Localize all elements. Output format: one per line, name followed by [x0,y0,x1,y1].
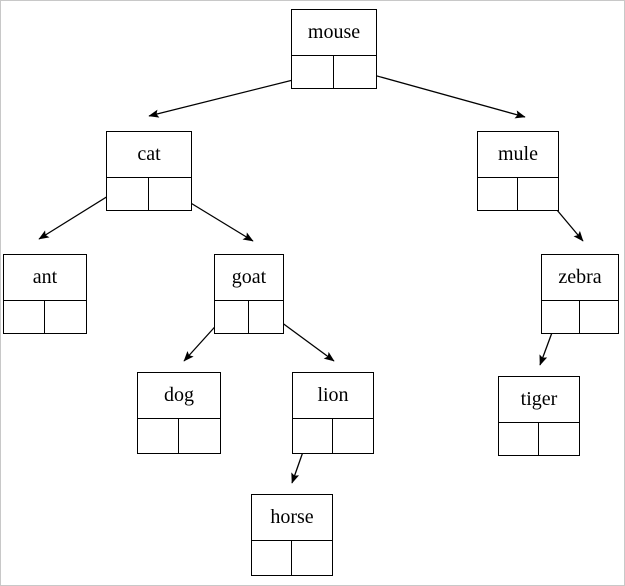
right-pointer-cell [580,301,618,333]
left-pointer-cell [499,423,539,455]
node-label: mule [478,132,558,178]
left-pointer-cell [478,178,518,210]
node-label: tiger [499,377,579,423]
right-pointer-cell [334,56,376,88]
left-pointer-cell [293,419,333,453]
right-pointer-cell [149,178,191,210]
node-pointer-row [478,178,558,210]
node-pointer-row [499,423,579,455]
right-pointer-cell [333,419,373,453]
node-pointer-row [107,178,191,210]
right-pointer-cell [539,423,579,455]
node-pointer-row [138,419,220,453]
node-pointer-row [292,56,376,88]
edge-mouse-to-cat [148,75,310,118]
node-label: cat [107,132,191,178]
node-label: mouse [292,10,376,56]
right-pointer-cell [45,301,86,333]
node-label: lion [293,373,373,419]
tree-node-horse[interactable]: horse [251,494,333,576]
tree-node-mouse[interactable]: mouse [291,9,377,89]
left-pointer-cell [542,301,580,333]
node-pointer-row [252,541,332,575]
node-label: dog [138,373,220,419]
right-pointer-cell [179,419,220,453]
tree-node-zebra[interactable]: zebra [541,254,619,334]
node-label: ant [4,255,86,301]
tree-node-cat[interactable]: cat [106,131,192,211]
edge-mouse-to-mule [358,70,526,119]
node-label: zebra [542,255,618,301]
left-pointer-cell [215,301,249,333]
node-pointer-row [542,301,618,333]
left-pointer-cell [292,56,334,88]
tree-node-dog[interactable]: dog [137,372,221,454]
tree-node-goat[interactable]: goat [214,254,284,334]
left-pointer-cell [107,178,149,210]
tree-node-tiger[interactable]: tiger [498,376,580,456]
node-pointer-row [4,301,86,333]
node-label: goat [215,255,283,301]
left-pointer-cell [252,541,292,575]
left-pointer-cell [4,301,45,333]
tree-node-ant[interactable]: ant [3,254,87,334]
right-pointer-cell [249,301,283,333]
right-pointer-cell [518,178,558,210]
node-pointer-row [215,301,283,333]
right-pointer-cell [292,541,332,575]
tree-node-lion[interactable]: lion [292,372,374,454]
tree-node-mule[interactable]: mule [477,131,559,211]
node-label: horse [252,495,332,541]
left-pointer-cell [138,419,179,453]
node-pointer-row [293,419,373,453]
